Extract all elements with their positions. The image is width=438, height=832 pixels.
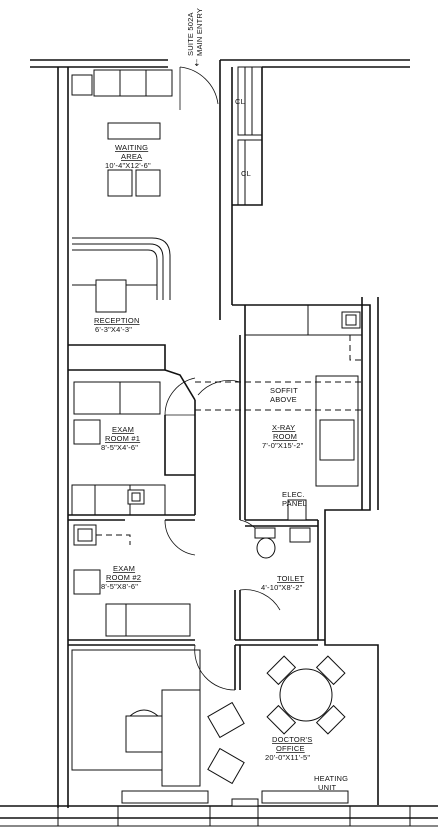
waiting-area-name2: AREA: [121, 152, 142, 161]
entry-arrow-icon: ⇣: [193, 58, 201, 68]
xray-room-furniture: [195, 304, 363, 521]
waiting-area-name: WAITING: [115, 143, 148, 152]
exam-room-1-name2: ROOM #1: [105, 434, 140, 443]
elec-panel-label2: PANEL: [282, 499, 307, 508]
exam-room-2-furniture: [73, 519, 236, 691]
doctors-office-name: DOCTOR'S: [272, 735, 312, 744]
reception-desk: [72, 237, 171, 313]
exam-room-1-label: EXAM ROOM #1 8'-5"X4'-6": [101, 425, 140, 452]
toilet-size: 4'-10"X8'-2": [261, 583, 303, 592]
waiting-area-furniture: [71, 69, 173, 197]
toilet-fixtures: [239, 519, 311, 611]
exam-room-1-furniture: [71, 377, 241, 516]
waiting-area-label: WAITING AREA 10'-4"X12'-6": [105, 143, 151, 170]
entry-label-line2: MAIN ENTRY: [195, 8, 204, 56]
doctors-office-size: 20'-0"X11'-5": [265, 753, 310, 762]
entry-label: SUITE 502A MAIN ENTRY ⇣: [186, 8, 204, 68]
doctors-office-name2: OFFICE: [276, 744, 305, 753]
elec-panel-label: ELEC.: [282, 490, 305, 499]
doctors-office-furniture: [71, 649, 349, 807]
reception-label: RECEPTION 6'-3"X4'-3": [94, 316, 140, 334]
toilet-name: TOILET: [277, 574, 305, 583]
exam-room-2-label: EXAM ROOM #2 8'-5"X8'-6": [101, 564, 141, 591]
closet-label-2: CL: [241, 169, 251, 178]
exam-room-2-name: EXAM: [113, 564, 135, 573]
heating-unit-label2: UNIT: [318, 783, 337, 792]
xray-room-label: SOFFIT ABOVE X-RAY ROOM 7'-0"X15'-2" ELE…: [262, 386, 307, 508]
soffit-label2: ABOVE: [270, 395, 297, 404]
window-mullions: [57, 806, 411, 826]
xray-room-name: X-RAY: [272, 423, 295, 432]
toilet-label: TOILET 4'-10"X8'-2": [261, 574, 305, 592]
doctors-office-label: DOCTOR'S OFFICE 20'-0"X11'-5" HEATING UN…: [265, 735, 348, 792]
waiting-area-size: 10'-4"X12'-6": [105, 161, 151, 170]
entry-label-line1: SUITE 502A: [186, 12, 195, 56]
heating-unit-label: HEATING: [314, 774, 348, 783]
xray-room-name2: ROOM: [273, 432, 297, 441]
xray-room-size: 7'-0"X15'-2": [262, 441, 304, 450]
exam-room-1-name: EXAM: [112, 425, 134, 434]
closets: CL CL: [235, 66, 263, 206]
reception-size: 6'-3"X4'-3": [95, 325, 132, 334]
exam-room-1-size: 8'-5"X4'-6": [101, 443, 138, 452]
closet-label-1: CL: [235, 97, 245, 106]
soffit-label: SOFFIT: [270, 386, 298, 395]
exam-room-2-name2: ROOM #2: [106, 573, 141, 582]
reception-name: RECEPTION: [94, 316, 140, 325]
interior-walls: [68, 305, 325, 690]
exam-room-2-size: 8'-5"X8'-6": [101, 582, 138, 591]
main-entry-door[interactable]: [179, 66, 219, 110]
